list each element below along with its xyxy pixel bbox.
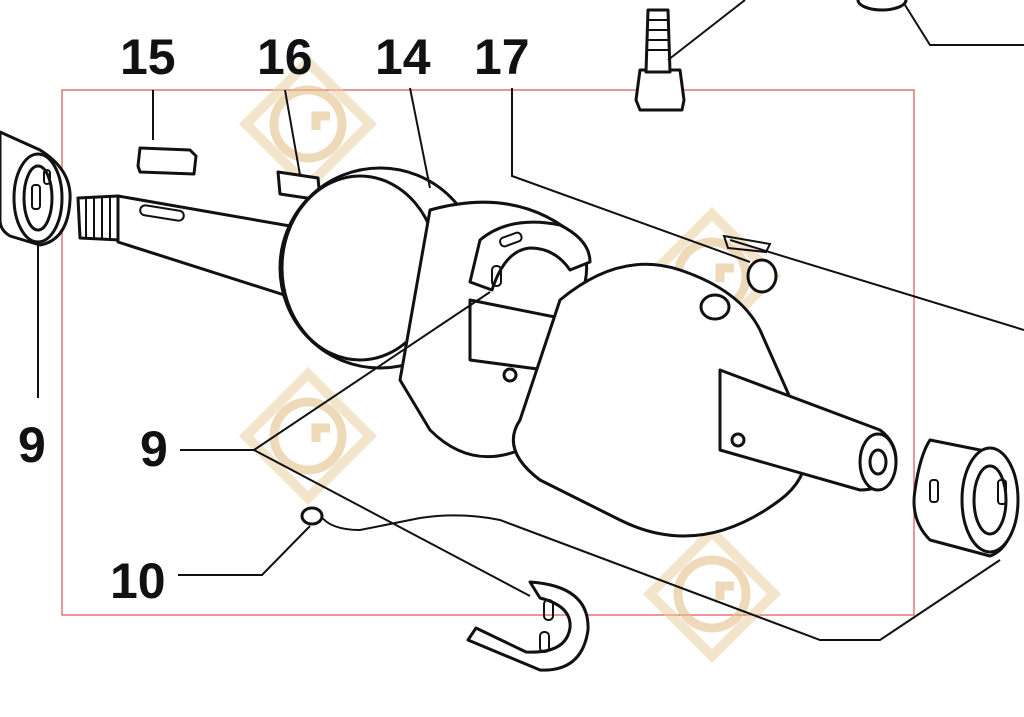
key-part-15 (136, 146, 198, 176)
callout-15: 15 (120, 29, 176, 85)
callout-17: 17 (474, 29, 530, 85)
left-main-bearing (0, 130, 72, 247)
right-main-bearing (912, 438, 1020, 558)
callout-9-left: 9 (18, 417, 46, 473)
callout-10: 10 (110, 553, 166, 609)
callout-14: 14 (375, 29, 431, 85)
crank-bearing-upper (468, 220, 592, 292)
watermark-logo-bottom (642, 524, 782, 664)
crankshaft-part (76, 166, 898, 538)
callout-16: 16 (257, 29, 313, 85)
diagram-frame (61, 89, 915, 616)
callout-9-center: 9 (140, 421, 168, 477)
crank-bearing-lower (466, 580, 590, 672)
bolt-part (634, 8, 686, 112)
